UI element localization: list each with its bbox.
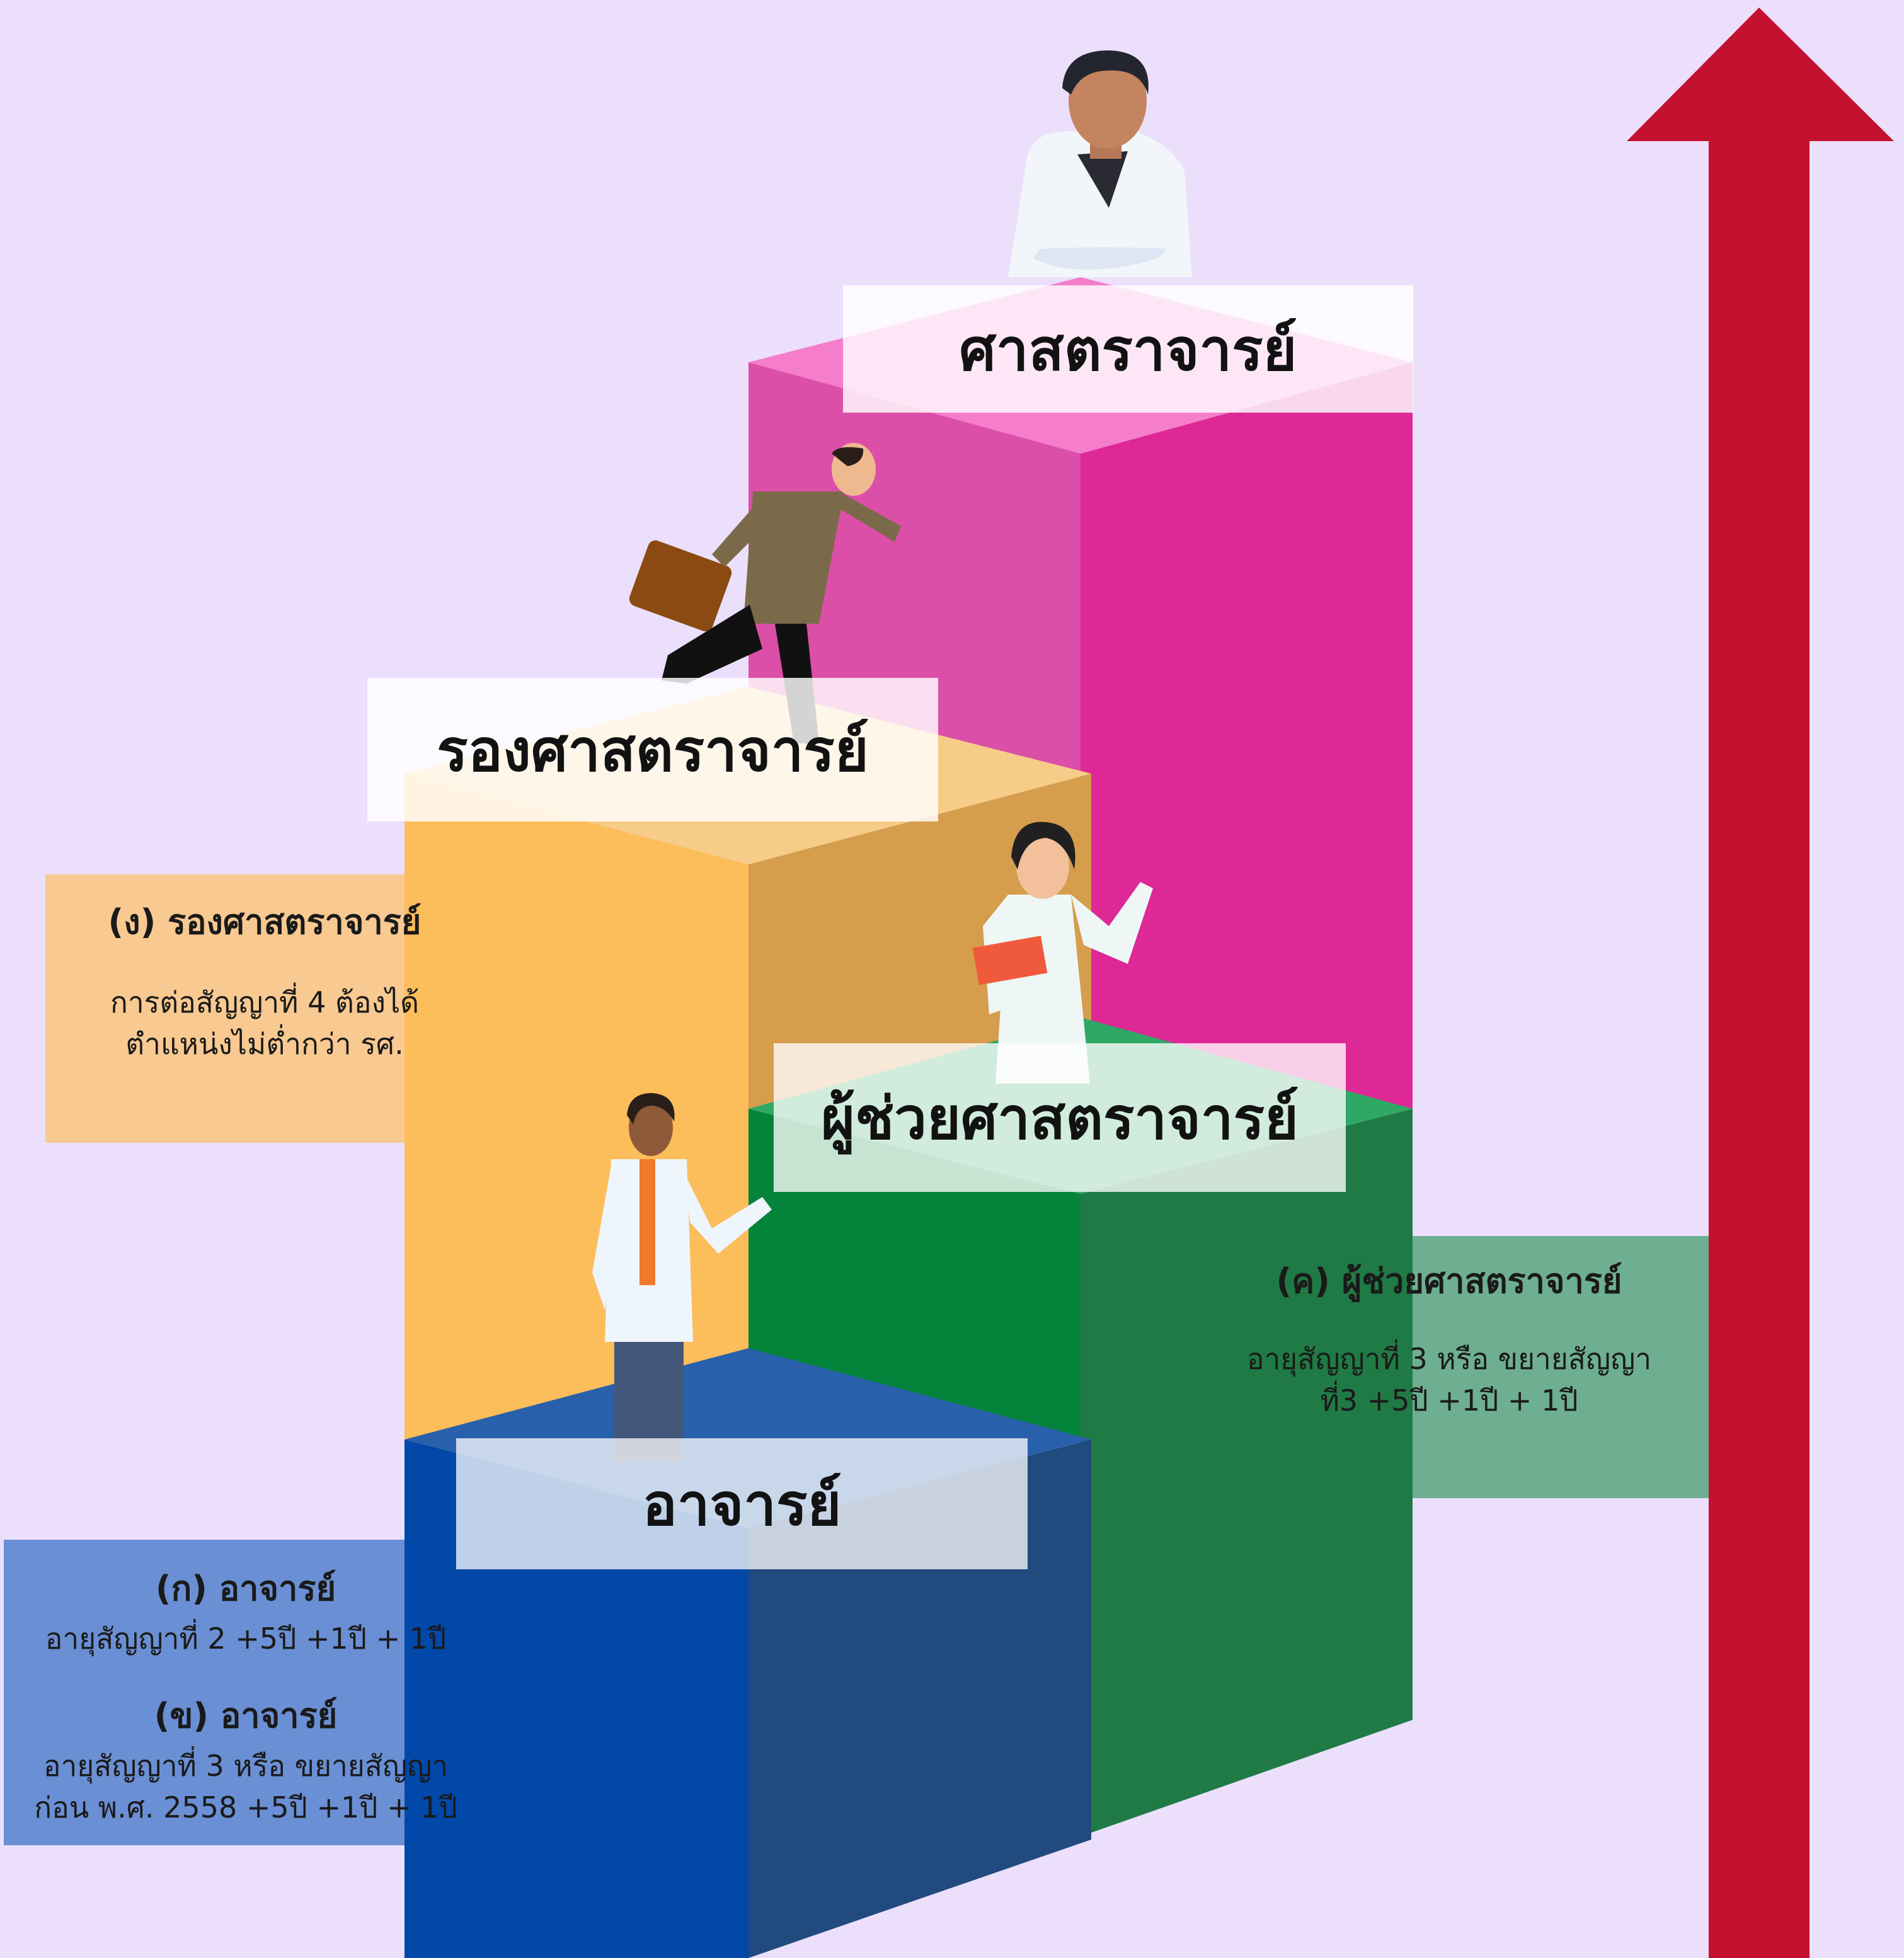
note-kho-c-line2: ที่3 +5ปี +1ปี + 1ปี [1320, 1383, 1578, 1418]
title-professor: ศาสตราจารย์ [843, 285, 1413, 413]
note-ng-head: (ง) รองศาสตราจารย์ [108, 902, 422, 942]
note-ko-line1: อายุสัญญาที่ 2 +5ปี +1ปี + 1ปี [45, 1621, 447, 1656]
note-ko: (ก) อาจารย์ อายุสัญญาที่ 2 +5ปี +1ปี + 1… [13, 1567, 479, 1659]
title-assistant: ผู้ช่วยศาสตราจารย์ [774, 1043, 1346, 1192]
note-ko-head: (ก) อาจารย์ [155, 1569, 336, 1608]
note-kho-c-line1: อายุสัญญาที่ 3 หรือ ขยายสัญญา [1246, 1341, 1652, 1376]
note-kho-b-line2: ก่อน พ.ศ. 2558 +5ปี +1ปี + 1ปี [34, 1790, 457, 1825]
note-kho-b-head: (ข) อาจารย์ [154, 1696, 338, 1736]
title-associate-text: รองศาสตราจารย์ [437, 716, 869, 784]
note-kho-b: (ข) อาจารย์ อายุสัญญาที่ 3 หรือ ขยายสัญญ… [6, 1695, 485, 1829]
note-kho-c-bg [1413, 1236, 1709, 1498]
note-ng-line1: การต่อสัญญาที่ 4 ต้องได้ [110, 985, 419, 1019]
professor-figure [1008, 50, 1192, 277]
title-lecturer-text: อาจารย์ [642, 1470, 842, 1538]
note-ng: (ง) รองศาสตราจารย์ การต่อสัญญาที่ 4 ต้อง… [63, 901, 466, 1065]
title-associate: รองศาสตราจารย์ [367, 678, 938, 822]
note-ng-line2: ตำแหน่งไม่ต่ำกว่า รศ. [125, 1027, 404, 1062]
note-kho-c-head: (ค) ผู้ช่วยศาสตราจารย์ [1276, 1261, 1622, 1301]
note-ng-bg [45, 874, 404, 1143]
title-professor-text: ศาสตราจารย์ [959, 316, 1297, 384]
title-assistant-text: ผู้ช่วยศาสตราจารย์ [821, 1084, 1299, 1152]
title-lecturer: อาจารย์ [456, 1438, 1028, 1569]
female-scientist-figure [972, 822, 1153, 1084]
note-kho-b-line1: อายุสัญญาที่ 3 หรือ ขยายสัญญา [43, 1748, 449, 1783]
note-ko-kho-bg [4, 1540, 404, 1845]
professor-block [748, 277, 1413, 1109]
note-kho-c: (ค) ผู้ช่วยศาสตราจารย์ อายุสัญญาที่ 3 หร… [1184, 1260, 1714, 1422]
upward-arrow [1627, 8, 1894, 1958]
